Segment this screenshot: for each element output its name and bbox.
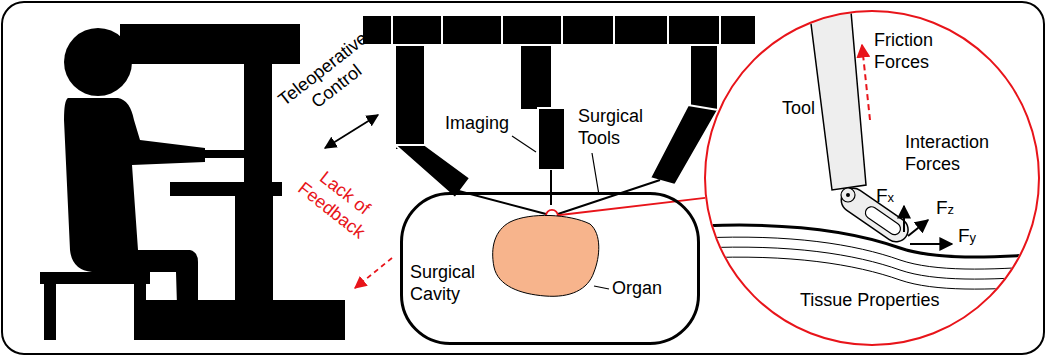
organ-outline	[490, 212, 602, 300]
node-text: Organ	[612, 278, 662, 300]
node-text: Friction Forces	[874, 30, 954, 73]
node-text: Interaction Forces	[905, 132, 1025, 175]
feedback-arrow	[355, 258, 392, 288]
organ-shape: Organ	[490, 212, 602, 300]
zoom-line	[558, 198, 705, 215]
robot	[362, 15, 756, 198]
zoom-illustration	[700, 0, 1045, 289]
text-label: Surgical Tools	[578, 106, 648, 149]
force-label: Fy	[958, 226, 976, 245]
control-arrow	[325, 115, 378, 148]
surgical-cavity: Surgical CavityOrgan	[400, 192, 700, 345]
node-text: Tool	[782, 98, 815, 120]
force-label: Fx	[876, 186, 894, 205]
node-text: Tissue Properties	[800, 290, 939, 312]
zoom-circle: Tool Friction ForcesInteraction ForcesTis…	[704, 10, 1040, 346]
node-text: Surgical Cavity	[410, 262, 490, 305]
text-label: Imaging	[445, 113, 509, 135]
force-label: Fz	[936, 198, 954, 217]
organ-blob	[493, 215, 599, 296]
